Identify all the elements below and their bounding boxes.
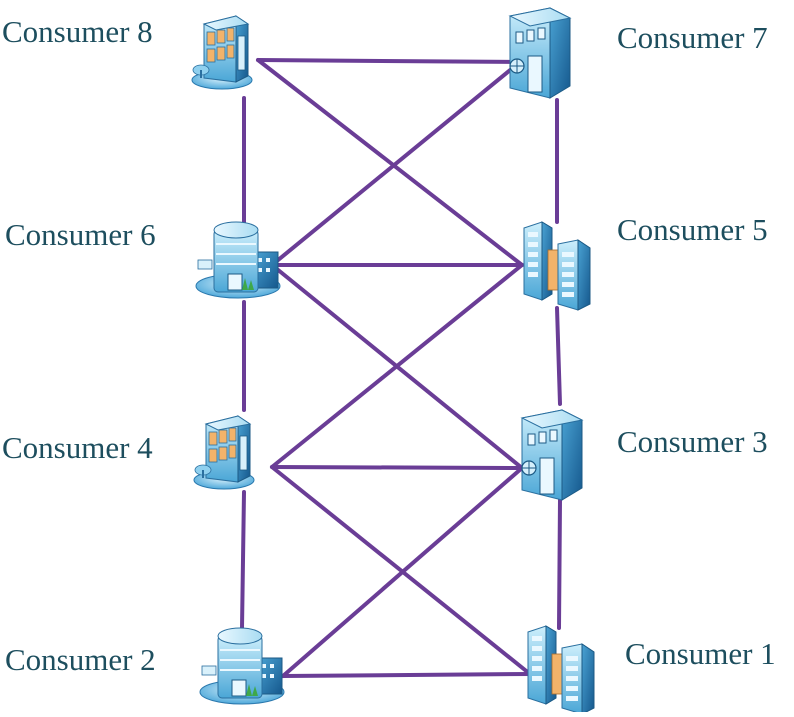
connection-lines <box>240 58 562 678</box>
link-c5-c3 <box>555 306 562 406</box>
link-c4-c2 <box>240 490 246 630</box>
round-tower-office-icon <box>199 627 285 705</box>
link-c4-c1 <box>270 465 532 676</box>
node-label-consumer-7: Consumer 7 <box>617 20 768 55</box>
link-c5-c4 <box>270 263 524 469</box>
node-label-consumer-5: Consumer 5 <box>617 212 768 247</box>
storefront-building-icon <box>193 415 255 490</box>
storefront-building-icon <box>191 15 253 90</box>
node-label-consumer-1: Consumer 1 <box>625 636 776 671</box>
vault-building-icon <box>521 407 583 501</box>
link-c2-c1 <box>281 672 532 678</box>
round-tower-office-icon <box>195 221 281 299</box>
node-label-consumer-2: Consumer 2 <box>5 642 156 677</box>
twin-tower-building-icon <box>523 221 591 311</box>
link-c7-c6 <box>270 60 522 267</box>
twin-tower-building-icon <box>527 625 595 715</box>
node-label-consumer-3: Consumer 3 <box>617 424 768 459</box>
link-c3-c1 <box>557 498 562 630</box>
node-label-consumer-4: Consumer 4 <box>2 430 153 465</box>
vault-building-icon <box>509 5 571 99</box>
node-label-consumer-8: Consumer 8 <box>2 14 153 49</box>
link-c8-c7 <box>256 58 522 64</box>
link-c8-c5 <box>256 58 524 267</box>
link-c3-c2 <box>281 466 524 678</box>
building-icons <box>191 5 595 715</box>
node-label-consumer-6: Consumer 6 <box>5 217 156 252</box>
link-c4-c3 <box>270 465 524 470</box>
